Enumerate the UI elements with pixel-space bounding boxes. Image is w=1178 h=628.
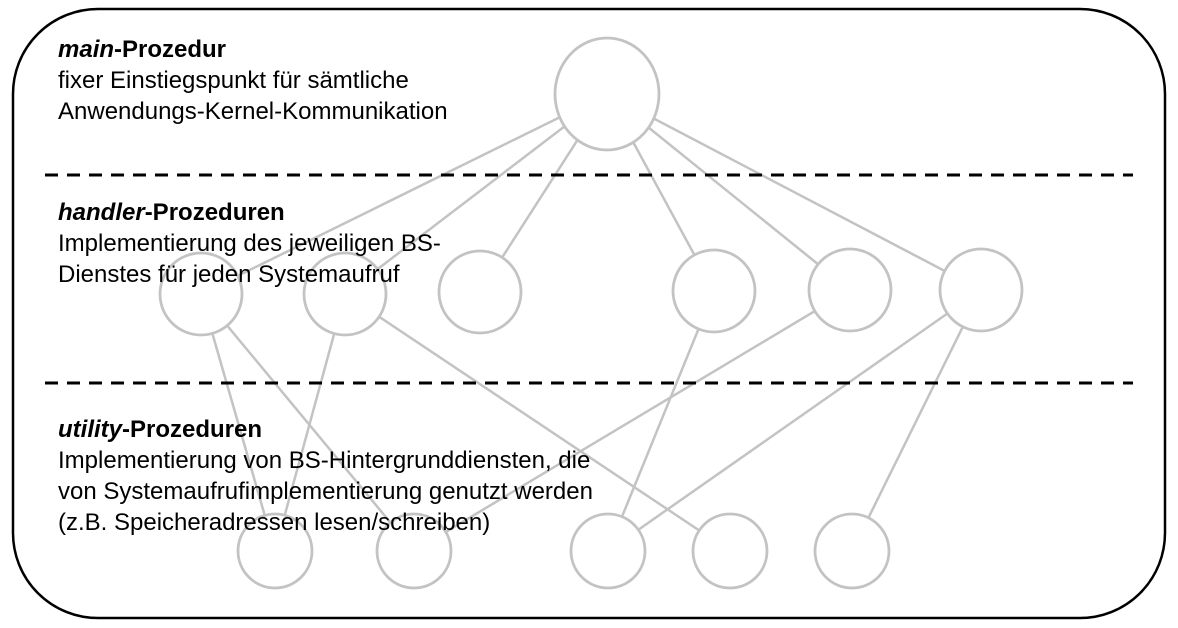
section-utility-desc-line2: von Systemaufrufimplementierung genutzt … — [58, 478, 593, 505]
section-utility-label: utility-Prozeduren Implementierung von B… — [58, 414, 593, 538]
section-handler-desc-line2: Dienstes für jeden Systemaufruf — [58, 261, 400, 288]
procedure-nodes — [158, 36, 1024, 590]
section-utility-desc-line1: Implementierung von BS-Hintergrunddienst… — [58, 447, 591, 474]
handler-keyword: handler — [58, 199, 145, 226]
utility-title-rest: -Prozeduren — [122, 416, 263, 443]
edge-h6-u3 — [607, 288, 982, 553]
node-handler-h2 — [302, 251, 388, 337]
utility-keyword: utility — [58, 416, 122, 443]
edge-h5-u2 — [413, 288, 851, 553]
section-main-label: main-Prozedur fixer Einstiegspunkt für s… — [58, 34, 448, 127]
section-handler-desc-line1: Implementierung des jeweiligen BS- — [58, 230, 441, 257]
main-title-rest: -Prozedur — [114, 36, 227, 63]
node-utility-u5 — [813, 512, 891, 590]
node-utility-u2 — [375, 512, 453, 590]
node-handler-h5 — [807, 247, 893, 333]
edge-h1-u1 — [199, 293, 277, 552]
edge-h2-u1 — [273, 293, 347, 552]
edge-main-h1 — [200, 92, 608, 296]
node-handler-h3 — [437, 249, 523, 335]
node-utility-u3 — [569, 512, 647, 590]
edge-main-h6 — [606, 92, 982, 292]
edge-h6-u5 — [850, 289, 983, 552]
node-handler-h1 — [158, 251, 244, 337]
kernel-boundary-border — [11, 7, 1167, 620]
handler-title-rest: -Prozeduren — [144, 199, 285, 226]
main-keyword: main — [58, 36, 115, 63]
section-handler-label: handler-Prozeduren Implementierung des j… — [58, 197, 441, 290]
edge-h1-u2 — [200, 293, 415, 552]
node-handler-h6 — [938, 247, 1024, 333]
call-edges — [199, 92, 983, 553]
section-main-desc-line1: fixer Einstiegspunkt für sämtliche — [58, 67, 409, 94]
node-utility-u4 — [691, 512, 769, 590]
node-main-main — [553, 36, 661, 152]
layer-separators — [45, 173, 1133, 385]
edge-h2-u4 — [344, 292, 731, 553]
section-main-desc-line2: Anwendungs-Kernel-Kommunikation — [58, 98, 448, 125]
section-utility-title: utility-Prozeduren — [58, 414, 593, 445]
section-main-title: main-Prozedur — [58, 34, 448, 65]
node-utility-u1 — [236, 512, 314, 590]
section-utility-desc-line3: (z.B. Speicheradressen lesen/schreiben) — [58, 509, 491, 536]
node-handler-h4 — [671, 248, 757, 334]
edge-h4-u3 — [606, 290, 716, 552]
section-handler-title: handler-Prozeduren — [58, 197, 441, 228]
edge-main-h2 — [344, 93, 608, 295]
